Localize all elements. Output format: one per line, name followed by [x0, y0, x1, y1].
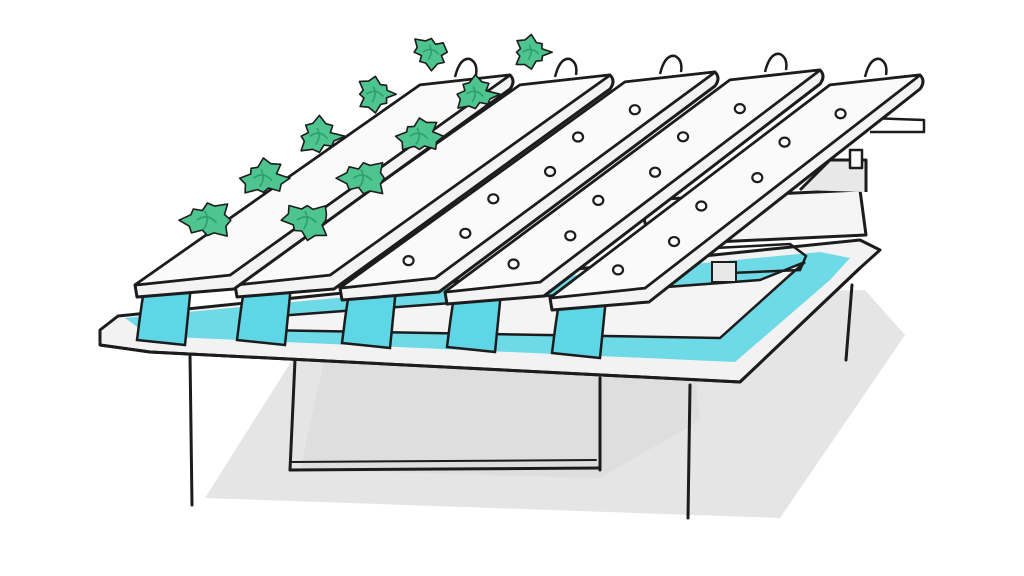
leg-front-right [686, 383, 692, 520]
channel-lid-4 [443, 68, 822, 294]
channel-hook-5 [863, 57, 888, 78]
lettuce-plants [178, 33, 553, 242]
lettuce-icon [456, 73, 501, 110]
plant-hole [571, 131, 585, 143]
waterfall-5 [550, 296, 608, 360]
plant-hole [834, 108, 847, 120]
plant-hole [676, 131, 690, 143]
plant-hole [611, 264, 625, 276]
plant-hole [507, 258, 520, 270]
channel-hook-3 [658, 54, 683, 75]
plant-hole [628, 104, 641, 116]
channel-lid-3 [338, 70, 717, 290]
channel-hook-4 [763, 52, 788, 73]
waterfall-4 [445, 290, 503, 354]
lettuce-icon [335, 161, 386, 195]
lettuce-icon [413, 37, 449, 72]
plant-hole [778, 136, 791, 148]
channel-lid-5 [548, 73, 922, 300]
plant-hole [459, 227, 472, 239]
plant-hole [592, 194, 605, 206]
channel-hook-2 [553, 57, 578, 78]
nft-channel-4 [443, 52, 825, 354]
waterfall-3 [340, 286, 398, 350]
channel-hook-1 [453, 57, 478, 78]
leg-back-left [288, 358, 297, 472]
lettuce-icon [394, 117, 445, 151]
plant-hole [733, 102, 746, 115]
plant-hole [487, 193, 500, 205]
plant-hole [543, 165, 557, 178]
table-frame [188, 283, 854, 520]
lettuce-icon [280, 204, 328, 242]
plant-hole [564, 230, 577, 242]
lettuce-icon [300, 114, 346, 154]
waterfall-1 [135, 283, 193, 347]
leg-back-right [844, 283, 854, 362]
plant-hole [695, 200, 708, 212]
waterfall-2 [235, 283, 293, 347]
lettuce-icon [358, 75, 397, 114]
plant-hole [402, 255, 415, 267]
lettuce-icon [238, 157, 291, 194]
lettuce-icon [178, 202, 232, 237]
plant-hole [667, 235, 681, 248]
nft-channel-5 [548, 57, 925, 360]
frame-bottom-rail [288, 466, 602, 472]
tray-front-lip [99, 266, 862, 384]
inlet-box [711, 261, 737, 283]
plant-hole [751, 172, 764, 184]
lettuce-icon [515, 33, 553, 70]
frame-bottom-rail-inner [289, 459, 597, 463]
nft-channel-3 [338, 54, 720, 350]
leg-front-left [188, 353, 194, 507]
return-pipe [714, 242, 808, 275]
plant-hole [648, 166, 662, 178]
